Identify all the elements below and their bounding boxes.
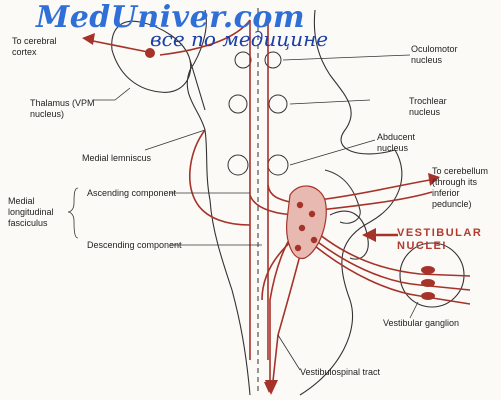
arrow-cortex xyxy=(82,33,95,45)
watermark-tagline: все по медицине xyxy=(150,27,329,51)
ganglion-cells xyxy=(421,266,435,300)
vestibular-ganglion-label: Vestibular ganglion xyxy=(383,318,460,328)
trochlear-label: Trochlear nucleus xyxy=(409,96,447,117)
cerebral-cortex-label: To cerebral cortex xyxy=(12,36,57,57)
watermark-site: MedUniver.com xyxy=(36,0,306,35)
medulla-outline-left xyxy=(209,199,251,396)
abducent-nucleus-right xyxy=(267,154,289,176)
oculomotor-nucleus-right xyxy=(264,51,282,69)
cortex-terminal xyxy=(145,48,155,58)
ascending-component-label: Ascending component xyxy=(87,188,177,198)
arrow-cerebellum xyxy=(428,173,440,186)
thalamus-label: Thalamus (VPM nucleus) xyxy=(30,98,95,119)
abducent-label: Abducent nucleus xyxy=(377,132,416,153)
mlf-label: Medial longitudinal fasciculus xyxy=(8,196,54,228)
lemniscus-path xyxy=(189,129,251,226)
cerebellar-fibre-2 xyxy=(319,191,433,211)
oculomotor-label: Oculomotor nucleus xyxy=(411,44,458,65)
vestibular-nuclei-label: VESTIBULAR NUCLEI xyxy=(397,227,483,252)
abducent-nucleus-left xyxy=(227,154,249,176)
cerebellar-peduncle-outline xyxy=(324,169,361,224)
descending-component-label: Descending component xyxy=(87,240,182,250)
trochlear-nucleus-left xyxy=(228,94,248,114)
midbrain-outline-left xyxy=(186,9,211,201)
vestibular-nerve-2 xyxy=(304,231,471,291)
arrow-vestibular-nuclei xyxy=(362,228,376,242)
oculomotor-nucleus-left xyxy=(234,51,252,69)
cerebellar-fibre-1 xyxy=(317,179,431,201)
vestibulospinal-label: Vestibulospinal tract xyxy=(300,367,381,377)
thalamus-stalk xyxy=(189,59,206,111)
trochlear-nucleus-right xyxy=(268,94,288,114)
thalamic-projection xyxy=(159,19,251,56)
cortical-projection xyxy=(87,39,149,53)
vestibular-nerve-3 xyxy=(309,241,471,305)
vestibular-nuclei-body xyxy=(286,185,327,259)
midbrain-outline-right xyxy=(313,9,396,155)
cerebellum-label: To cerebellum (through its inferior pedu… xyxy=(432,166,489,209)
arrow-descending xyxy=(264,382,275,393)
medial-lemniscus-label: Medial lemniscus xyxy=(82,153,152,163)
medulla-outline-right xyxy=(299,149,403,396)
